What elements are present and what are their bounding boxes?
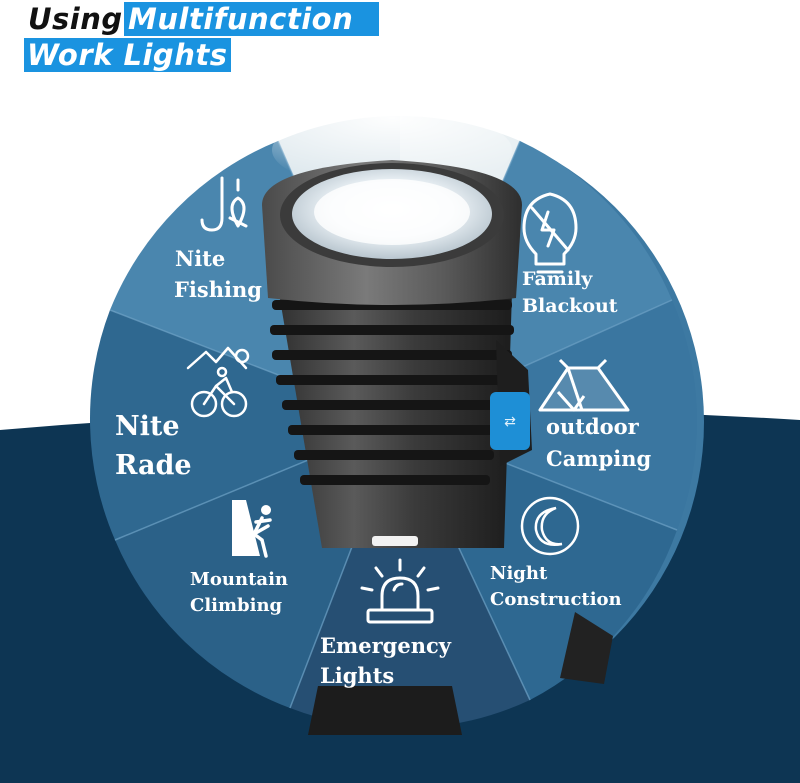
label-emergency-lights: Emergency Lights [320,633,452,688]
cyclist-icon [186,346,250,418]
label-line1: Night [490,563,548,584]
label-line1: Nite [175,246,225,271]
svg-text:⇄: ⇄ [504,414,516,430]
label-line2: Rade [115,450,192,481]
title-part1: Using [28,2,123,36]
label-mountain-climbing: Mountain Climbing [190,569,288,616]
label-line2: Construction [490,589,622,610]
label-outdoor-camping: outdoor Camping [546,414,651,471]
segment-emergency-lights [290,422,530,729]
label-line1: Emergency [320,633,452,658]
label-line1: Nite [115,411,180,442]
label-line1: Mountain [190,569,288,590]
climber-icon [232,500,272,558]
segment-outdoor-camping [400,300,698,530]
label-nite-fishing: Nite Fishing [174,246,262,302]
label-line1: outdoor [546,414,640,439]
title-part2: Multifunction [124,2,380,36]
label-line2: Fishing [174,277,262,302]
segment-nite-rade [89,310,400,540]
label-family-blackout: Family Blackout [522,268,618,317]
label-nite-rade: Nite Rade [115,411,192,481]
label-line1: Family [522,268,593,290]
label-line2: Lights [320,663,394,688]
label-line2: Camping [546,446,651,471]
fishing-hook-fish-icon [200,176,248,232]
label-line2: Climbing [190,595,283,616]
siren-icon [360,558,440,624]
no-power-bulb-icon [522,192,578,274]
usb-port [490,392,530,450]
label-night-construction: Night Construction [490,563,622,610]
label-line2: Blackout [522,295,618,317]
title-line2: Work Lights [24,38,232,72]
tent-icon [538,358,630,412]
moon-icon [520,496,580,556]
flashlight-image: ⇄ [262,110,613,735]
